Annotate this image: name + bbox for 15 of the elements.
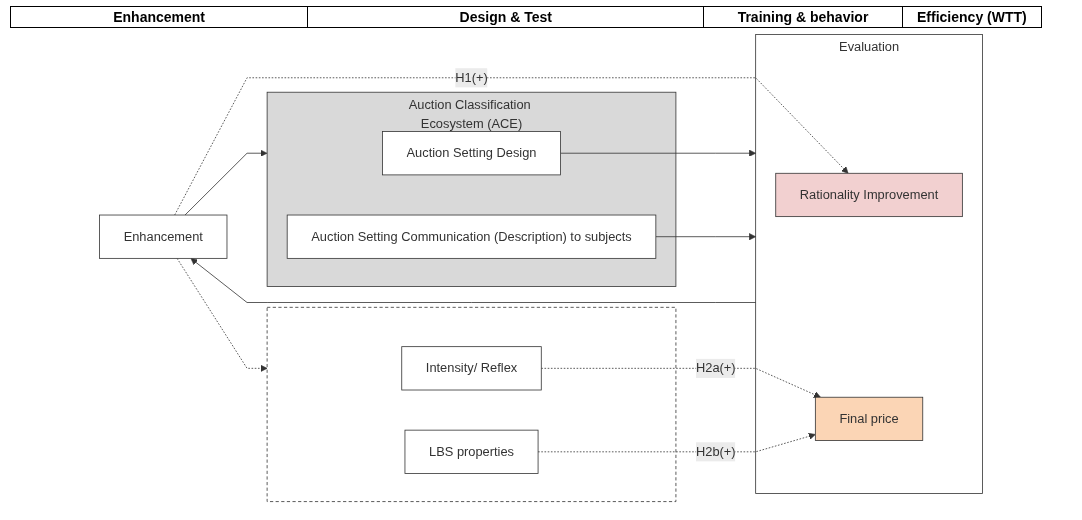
node-box: Auction Setting Communication (Description) to subjects [286,214,657,259]
node-box: Intensity/ Reflex [401,346,542,391]
edge-label: H1(+) [455,70,488,85]
node-box: LBS properties [404,429,539,474]
node-box: Rationality Improvement [775,172,963,218]
node-box: Final price [814,396,924,441]
edge-label: H2b(+) [695,444,736,459]
cluster [266,306,677,502]
header-cell: Enhancement [11,7,309,27]
header-cell-text: Efficiency (WTT) [916,8,1028,27]
header-cell: Design & Test [308,7,705,27]
node-box: Enhancement [99,214,228,259]
node-box: Auction Setting Design [382,131,561,176]
header-cell: Training & behavior [704,7,903,27]
edge-label: H2a(+) [695,361,736,375]
